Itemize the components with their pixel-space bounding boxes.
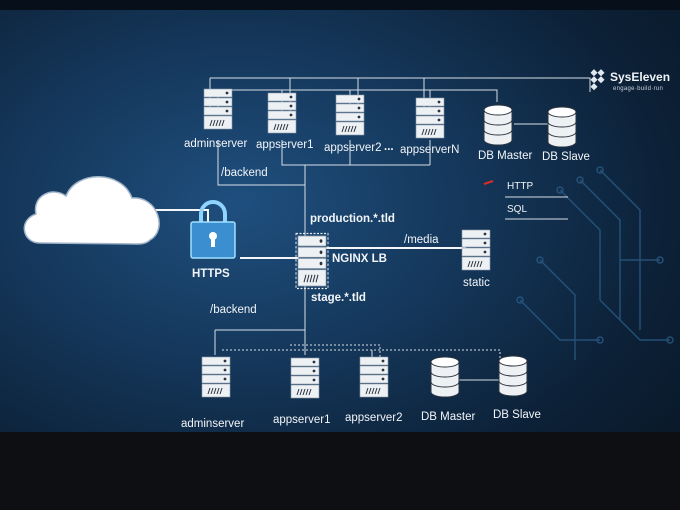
nginx-lb-label: NGINX LB — [332, 253, 387, 265]
stage-connectors — [214, 282, 501, 381]
server-icon — [359, 356, 389, 398]
screen-top-edge — [0, 0, 680, 10]
prod-appserver2-label: appserver2 — [324, 142, 382, 154]
lock-icon — [190, 200, 236, 259]
static-label: static — [463, 277, 490, 289]
prod-appserver1-label: appserver1 — [256, 139, 314, 151]
server-icon — [461, 229, 491, 271]
prod-backend-route: /backend — [221, 167, 268, 179]
prod-db-slave-label: DB Slave — [542, 151, 590, 163]
database-icon — [430, 356, 460, 398]
stage-appserver1-label: appserver1 — [273, 414, 331, 426]
prod-db-master-label: DB Master — [478, 150, 533, 162]
legend-sql: SQL — [507, 204, 528, 215]
legend — [483, 180, 568, 220]
server-icon — [201, 356, 231, 398]
brand-tagline: engage·build·run — [613, 86, 664, 92]
brand-name: SysEleven — [610, 70, 671, 84]
production-connectors — [209, 77, 591, 236]
stage-adminserver-label: adminserver — [181, 418, 245, 430]
gateway-connectors — [140, 209, 466, 259]
server-icon — [267, 92, 297, 134]
circuit-decoration — [516, 166, 674, 360]
stage-db-master-label: DB Master — [421, 411, 476, 423]
prod-ellipsis: ... — [384, 141, 394, 153]
nginx-lb-server-icon — [295, 232, 329, 290]
stage-hostname: stage.*.tld — [311, 292, 366, 304]
server-icon — [290, 357, 320, 399]
stage-backend-route: /backend — [210, 304, 257, 316]
screen-bottom-edge — [0, 432, 680, 510]
server-icon — [335, 94, 365, 136]
server-icon — [203, 88, 233, 130]
https-label: HTTPS — [192, 268, 230, 280]
database-icon — [498, 355, 528, 397]
cloud-icon — [23, 176, 160, 245]
prod-appserverN-label: appserverN — [400, 144, 460, 156]
prod-adminserver-label: adminserver — [184, 138, 248, 150]
media-route: /media — [404, 234, 439, 246]
stage-appserver2-label: appserver2 — [345, 412, 403, 424]
sys-eleven-logo-icon — [590, 69, 605, 91]
production-hostname: production.*.tld — [310, 213, 395, 225]
stage-db-slave-label: DB Slave — [493, 409, 541, 421]
legend-http: HTTP — [507, 181, 534, 192]
database-icon — [483, 104, 513, 146]
database-icon — [547, 106, 577, 148]
server-icon — [415, 97, 445, 139]
